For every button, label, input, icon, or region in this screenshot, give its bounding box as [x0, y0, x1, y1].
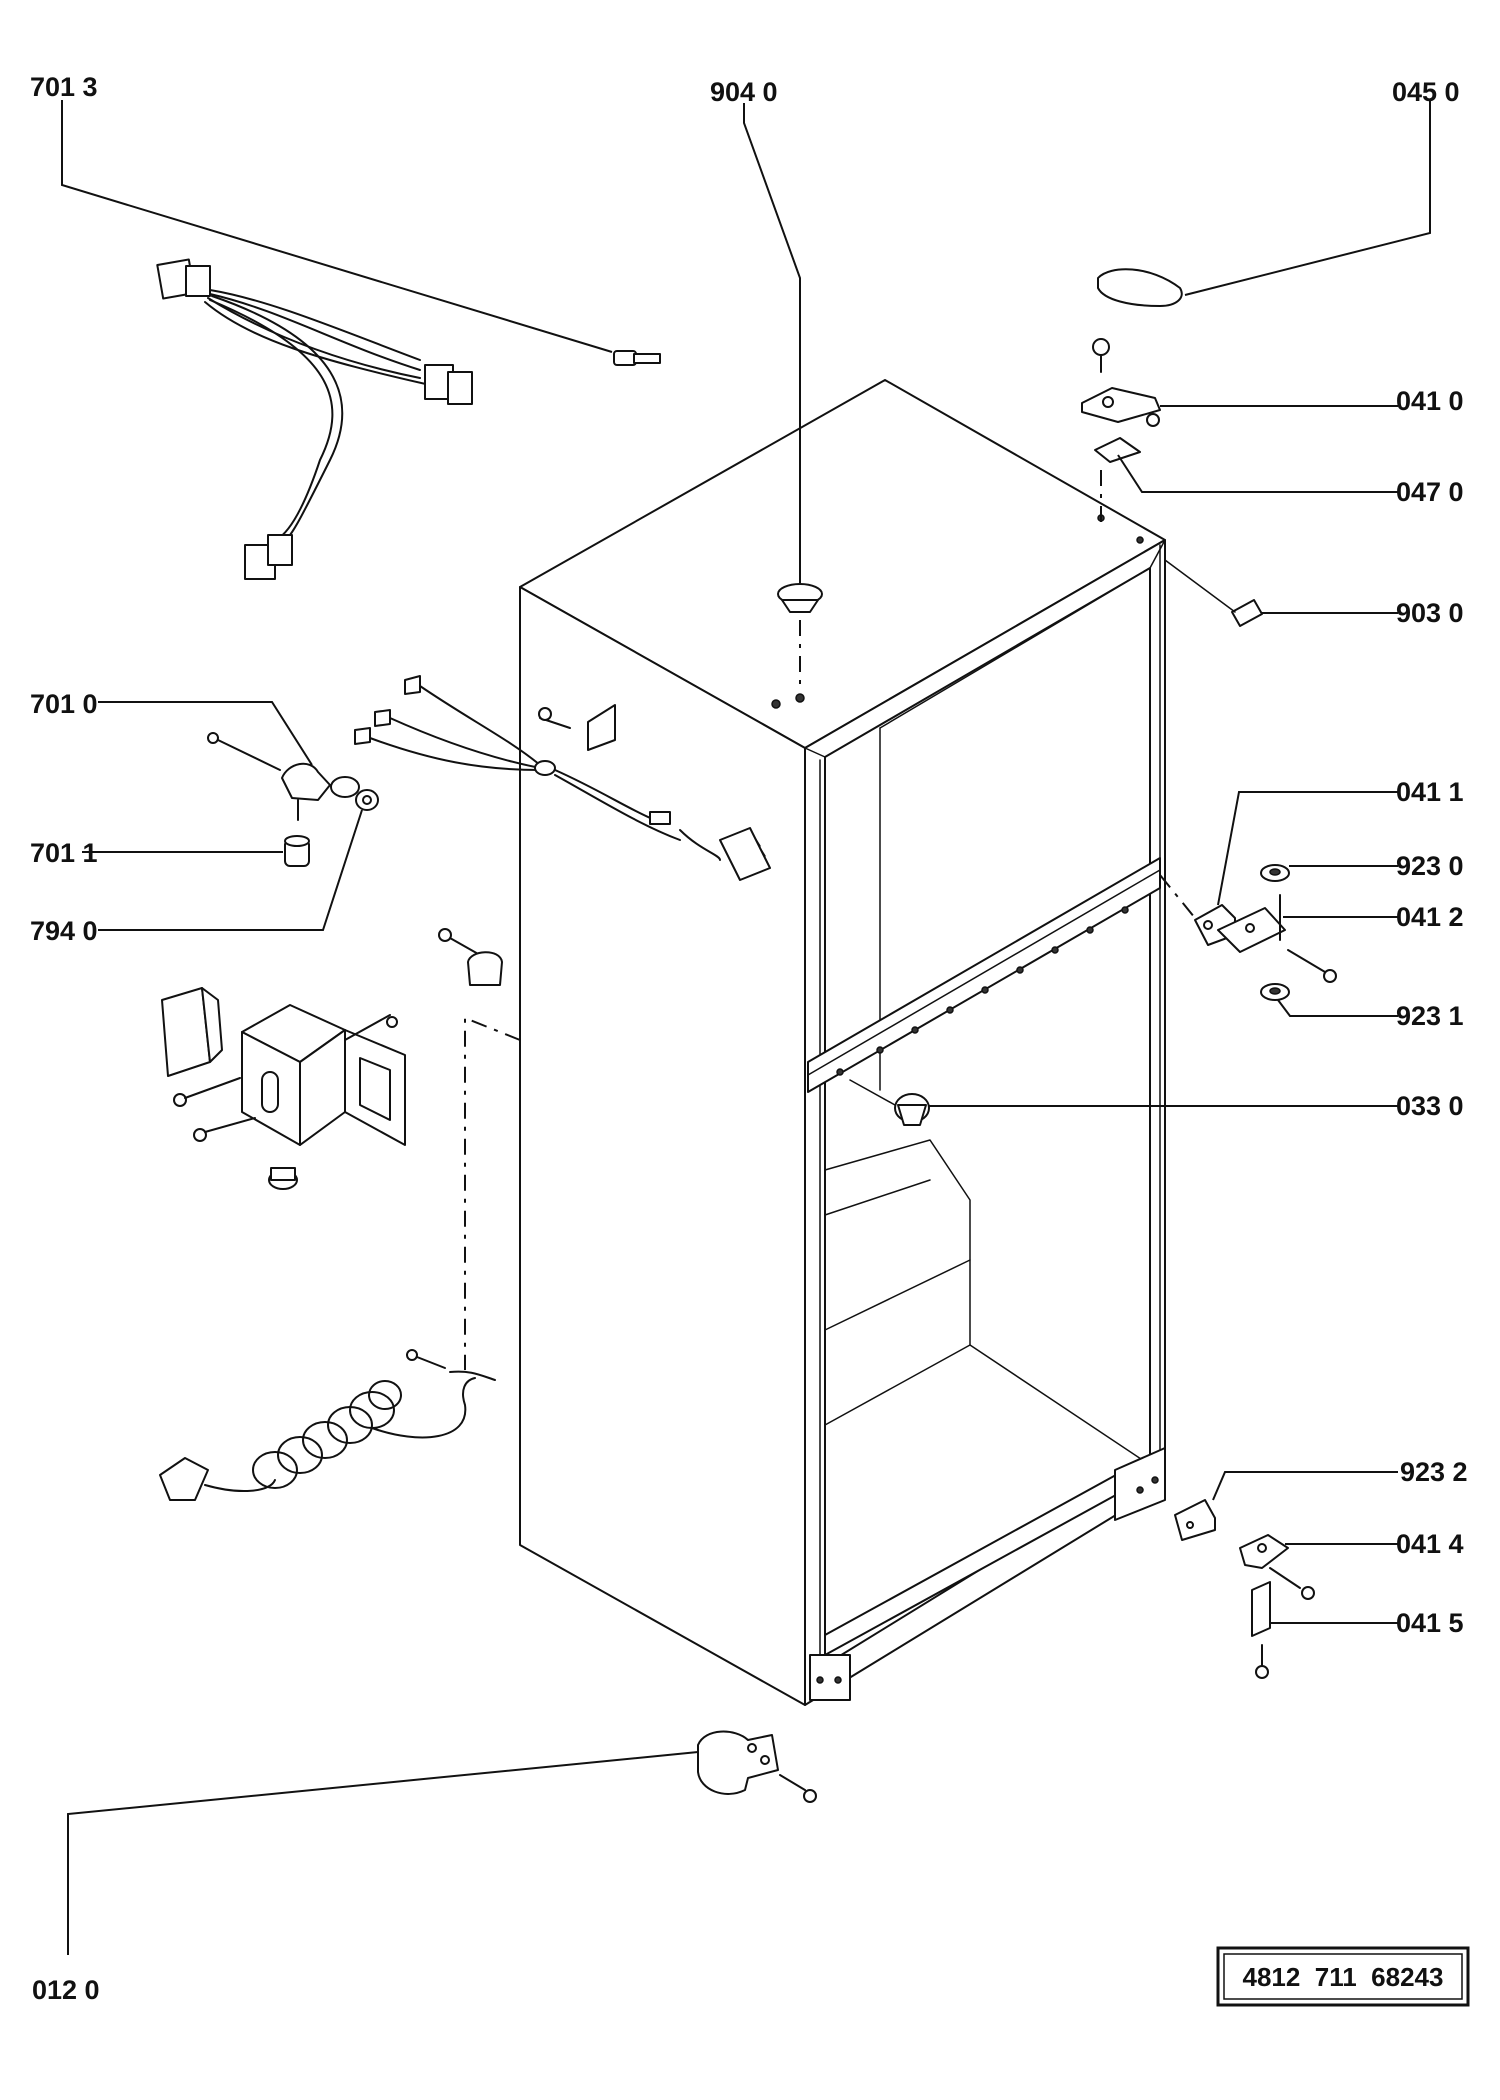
transformer: [173, 1004, 406, 1190]
callout-045-0: 045 0: [1392, 77, 1460, 107]
thermostat-knob: [894, 1093, 930, 1126]
callout-033-0: 033 0: [1396, 1091, 1464, 1121]
callout-923-1: 923 1: [1396, 1001, 1464, 1031]
wiring-harness: [156, 258, 473, 580]
callout-labels: 701 3 904 0 045 0 041 0 047 0 903 0 701 …: [30, 72, 1468, 2005]
callout-903-0: 903 0: [1396, 598, 1464, 628]
relay: [161, 987, 223, 1077]
refrigerator-cabinet: [519, 379, 1166, 1706]
callout-701-1: 701 1: [30, 838, 98, 868]
middle-hinge: [1194, 894, 1337, 983]
rail-holes: [836, 906, 1129, 1076]
callout-701-3: 701 3: [30, 72, 98, 102]
top-hinge: [1081, 338, 1161, 463]
lower-hinge-foot: [697, 1730, 817, 1803]
bottom-hinge: [1174, 1499, 1315, 1679]
lamp-bulb: [284, 835, 310, 867]
washer-top: [1260, 864, 1290, 882]
cable-clip: [438, 928, 503, 986]
callout-041-5: 041 5: [1396, 1608, 1464, 1638]
callout-041-1: 041 1: [1396, 777, 1464, 807]
callout-904-0: 904 0: [710, 77, 778, 107]
callout-012-0: 012 0: [32, 1975, 100, 2005]
cabinet-plug: [777, 583, 823, 613]
callout-041-0: 041 0: [1396, 386, 1464, 416]
callout-794-0: 794 0: [30, 916, 98, 946]
cabinet-clip: [1231, 599, 1263, 627]
callout-923-2: 923 2: [1400, 1457, 1468, 1487]
power-cord: [159, 1349, 496, 1501]
harness-pin: [613, 350, 661, 366]
side-bracket: [538, 704, 616, 751]
callout-041-2: 041 2: [1396, 902, 1464, 932]
callout-041-4: 041 4: [1396, 1529, 1464, 1559]
hinge-cover: [1097, 268, 1183, 307]
callout-047-0: 047 0: [1396, 477, 1464, 507]
washer-bottom: [1260, 983, 1290, 1001]
callout-923-0: 923 0: [1396, 851, 1464, 881]
callout-701-0: 701 0: [30, 689, 98, 719]
lamp-holder: [207, 732, 379, 821]
thermostat-wiring: [354, 675, 771, 881]
leader-lines: [61, 100, 1431, 1955]
drawing-code-box: 4812 711 68243: [1216, 1946, 1470, 2007]
drawing-code: 4812 711 68243: [1243, 1962, 1444, 1992]
